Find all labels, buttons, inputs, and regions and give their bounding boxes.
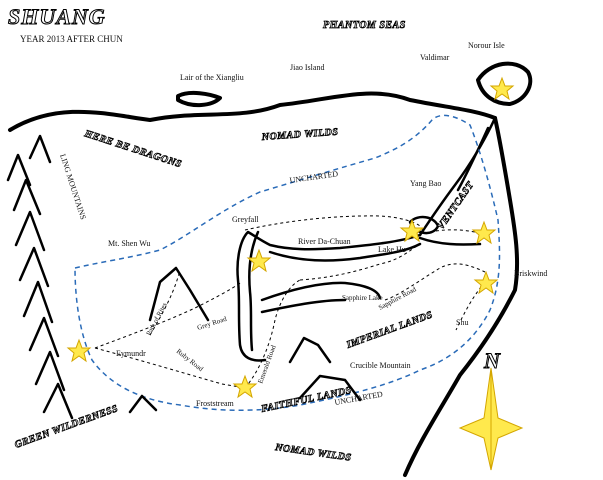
city-markers — [66, 76, 515, 399]
map-subtitle: YEAR 2013 AFTER CHUN — [20, 34, 123, 44]
label-shu: Shu — [456, 318, 468, 327]
region-imperial-lands: IMPERIAL LANDS — [344, 309, 434, 351]
star-greyfall-icon[interactable] — [246, 248, 272, 273]
label-ruby-road: Ruby Road — [175, 347, 205, 373]
label-froststream: Froststream — [196, 399, 235, 408]
compass-north-label: N — [483, 348, 501, 373]
rivers — [236, 116, 497, 362]
label-path-of-rites: Path of Rites — [145, 301, 169, 337]
label-lake-hu: Lake Hu — [378, 245, 406, 254]
label-yang-bao: Yang Bao — [410, 179, 441, 188]
label-river-da-chuan: River Da-Chuan — [298, 237, 351, 246]
star-yang-bao-icon[interactable] — [399, 218, 425, 243]
map-title: SHUANG — [8, 4, 106, 29]
region-here-be-dragons: HERE BE DRAGONS — [82, 128, 183, 170]
region-uncharted-north: UNCHARTED — [289, 169, 339, 185]
label-mt-shen-wu: Mt. Shen Wu — [108, 239, 150, 248]
imperial-border — [74, 114, 501, 411]
region-ling-mountains: LING MOUNTAINS — [58, 153, 88, 221]
star-valdimar-icon[interactable] — [489, 76, 515, 101]
label-eymundr: Eymundr — [116, 349, 146, 358]
star-froststream-icon[interactable] — [232, 374, 258, 399]
region-nomad-wilds-north: NOMAD WILDS — [260, 127, 338, 143]
label-norour-isle: Norour Isle — [468, 41, 505, 50]
label-emerald-road: Emerald Road — [256, 344, 277, 385]
label-crucible-mountain: Crucible Mountain — [350, 361, 411, 370]
label-jiao-island: Jiao Island — [290, 63, 324, 72]
label-greyfall: Greyfall — [232, 215, 259, 224]
star-eymundr-icon[interactable] — [66, 338, 92, 363]
label-briskwind: Briskwind — [514, 269, 547, 278]
compass-rose: N — [458, 348, 524, 471]
coastline — [8, 61, 533, 477]
label-sapphire-road: Sapphire Road — [377, 285, 418, 312]
mountains — [6, 134, 362, 420]
region-green-wilderness: GREEN WILDERNESS — [13, 403, 119, 451]
label-grey-road: Grey Road — [196, 315, 228, 332]
region-ventcast: VENTCAST — [435, 179, 476, 231]
roads — [94, 215, 486, 389]
label-valdimar: Valdimar — [420, 53, 450, 62]
star-ventcast-icon[interactable] — [471, 220, 497, 245]
label-lair-xiangliu: Lair of the Xiangliu — [180, 73, 244, 82]
region-nomad-wilds-south: NOMAD WILDS — [274, 442, 353, 464]
star-briskwind-icon[interactable] — [473, 270, 499, 295]
region-phantom-seas: PHANTOM SEAS — [323, 20, 406, 31]
label-sapphire-lake: Sapphire Lake — [342, 294, 383, 302]
